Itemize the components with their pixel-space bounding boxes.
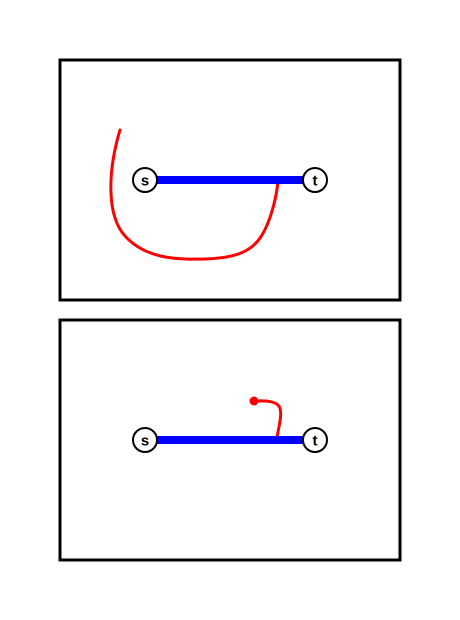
panel-bottom-node-t-label: t	[313, 433, 318, 450]
panel-top-frame	[58, 58, 402, 302]
panel-bottom-node-s: s	[132, 427, 158, 453]
panel-bottom-red-curve	[253, 399, 283, 439]
panel-top-node-t: t	[302, 167, 328, 193]
panel-top-node-s-label: s	[141, 173, 149, 190]
panel-top-node-s: s	[132, 167, 158, 193]
panel-top-red-curve	[109, 128, 280, 261]
panel-bottom-node-t: t	[302, 427, 328, 453]
panel-bottom-curve-end-dot	[249, 396, 259, 406]
panel-top: s t	[58, 58, 402, 302]
panel-top-node-t-label: t	[313, 173, 318, 190]
panel-bottom-frame	[58, 318, 402, 562]
panel-bottom: s t	[58, 318, 402, 562]
panel-bottom-node-s-label: s	[141, 433, 149, 450]
